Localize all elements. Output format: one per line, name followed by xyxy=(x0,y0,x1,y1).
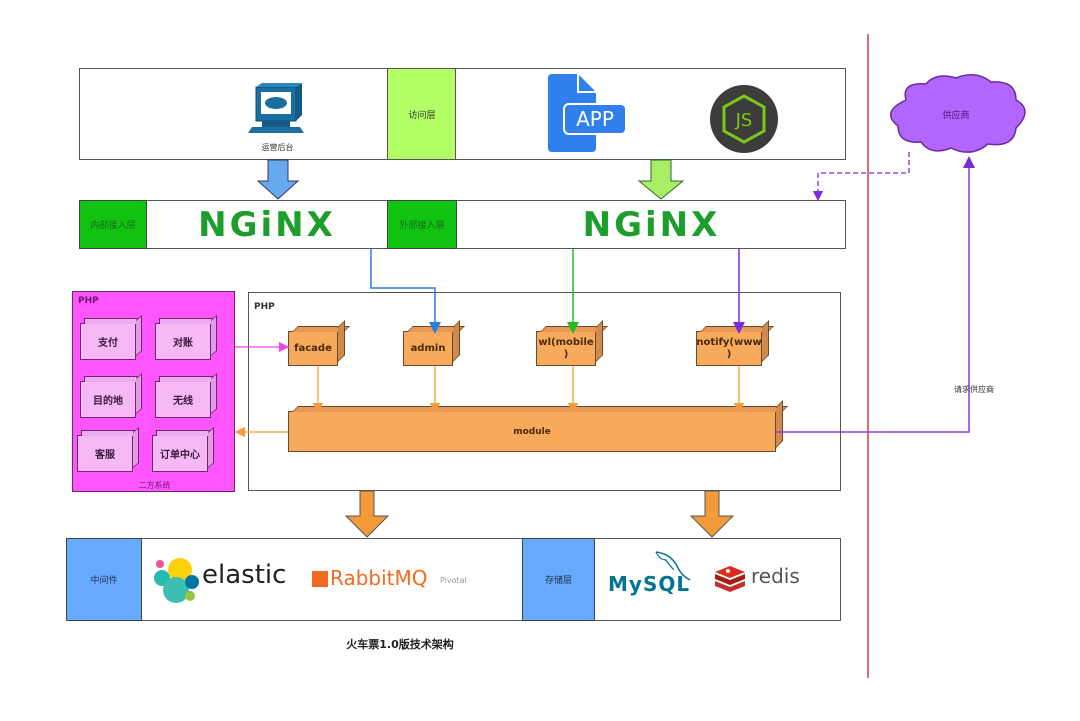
supplier-label: 供应商 xyxy=(942,111,970,121)
third-party-system: PHP 支付 对账 目的地 无线 客服 订单中心 二方系统 xyxy=(72,291,235,492)
access-layer-label: 访问层 xyxy=(387,68,457,160)
redis-label: redis xyxy=(751,564,800,588)
clients-to-external-arrow xyxy=(637,159,685,200)
app-to-storage-arrow xyxy=(689,490,735,538)
mysql-label: MySQL xyxy=(608,572,691,596)
entry-admin[interactable]: admin xyxy=(403,331,453,366)
entry-facade[interactable]: facade xyxy=(288,331,338,366)
app-to-middleware-arrow xyxy=(344,490,390,538)
ops-to-internal-arrow xyxy=(256,159,300,200)
supplier-cloud[interactable]: 供应商 xyxy=(876,70,1036,160)
request-supplier-label: 请求供应商 xyxy=(944,384,1004,395)
entry-wl-mobile[interactable]: wl(mobile ) xyxy=(536,331,596,366)
module-reconciliation[interactable]: 对账 xyxy=(155,318,216,360)
external-gateway-label: 外部接入层 xyxy=(387,200,457,249)
third-party-footer: 二方系统 xyxy=(138,481,171,490)
external-nginx-logo: NGiNX xyxy=(582,204,721,245)
php-app-title: PHP xyxy=(254,302,275,312)
svg-text:APP: APP xyxy=(576,107,614,131)
access-layer-left: 运营后台 xyxy=(79,68,389,160)
pivotal-label: Pivotal xyxy=(440,576,467,585)
internal-gateway-label: 内部接入层 xyxy=(79,200,147,249)
diagram-title: 火车票1.0版技术架构 xyxy=(346,638,454,651)
php-app-container: PHP xyxy=(248,292,841,491)
external-gateway-bar xyxy=(387,200,846,249)
elastic-logo[interactable]: elastic xyxy=(152,556,292,604)
mysql-logo[interactable]: MySQL xyxy=(608,550,700,598)
third-party-title: PHP xyxy=(78,296,99,306)
module-core[interactable]: module xyxy=(288,411,776,452)
rabbitmq-logo[interactable]: RabbitMQ Pivotal xyxy=(310,566,490,596)
svg-text:JS: JS xyxy=(735,110,753,131)
redis-logo[interactable]: redis xyxy=(713,562,813,596)
app-file-icon[interactable]: APP xyxy=(544,74,627,154)
access-layer-right: APP JS xyxy=(455,68,846,160)
module-destination[interactable]: 目的地 xyxy=(80,376,141,418)
elastic-label: elastic xyxy=(202,560,287,590)
entry-notify-www[interactable]: notify(www ) xyxy=(696,331,762,366)
module-wireless[interactable]: 无线 xyxy=(155,376,216,418)
storage-label: 存储层 xyxy=(522,538,595,621)
ops-console-label: 运营后台 xyxy=(261,143,294,152)
internal-nginx-logo: NGiNX xyxy=(198,204,336,245)
rabbitmq-label: RabbitMQ xyxy=(330,566,428,590)
computer-terminal-icon xyxy=(248,83,306,138)
module-payment[interactable]: 支付 xyxy=(80,318,141,360)
module-order-center[interactable]: 订单中心 xyxy=(152,430,213,472)
rabbitmq-icon xyxy=(312,571,328,587)
middleware-label: 中间件 xyxy=(66,538,142,621)
nodejs-icon[interactable]: JS xyxy=(709,84,779,154)
module-customer-service[interactable]: 客服 xyxy=(77,430,138,472)
boundary-divider xyxy=(867,34,869,678)
